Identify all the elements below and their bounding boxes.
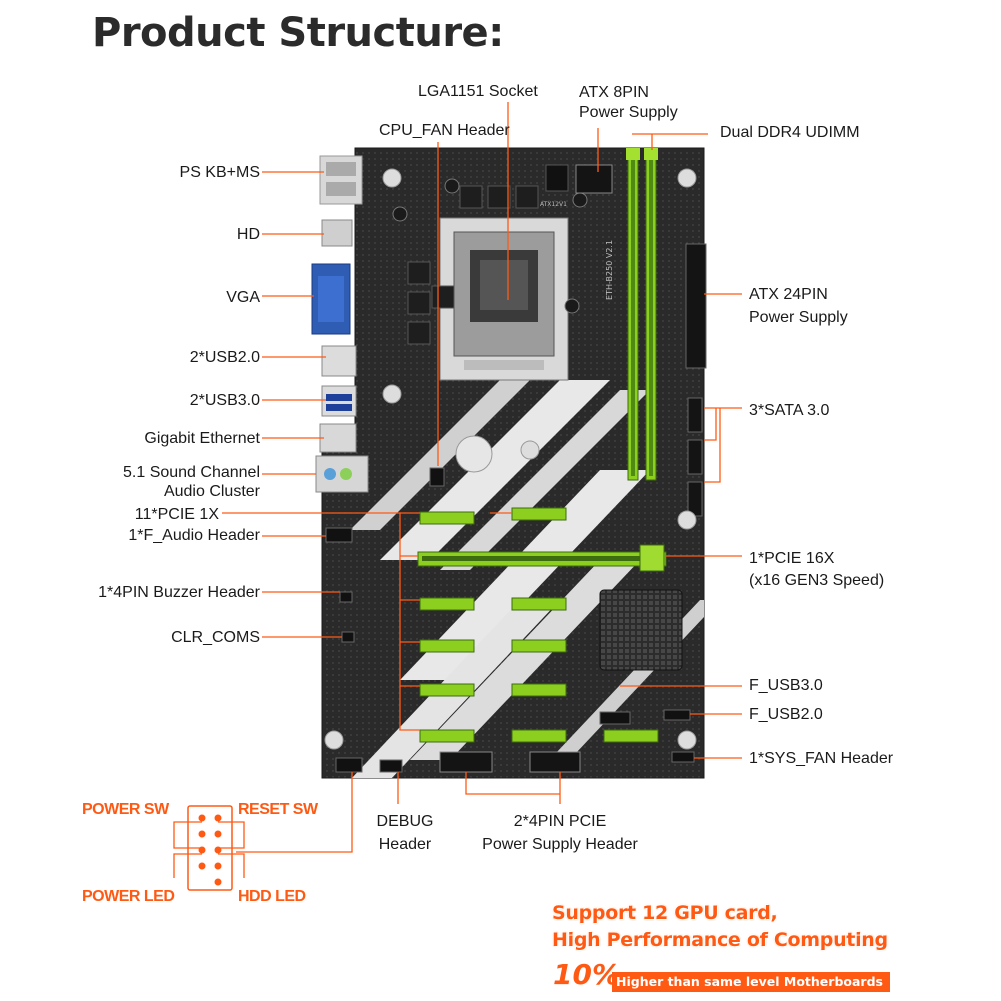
debug-label-line1: DEBUG [376, 813, 434, 830]
f-usb3-label: F_USB3.0 [749, 677, 823, 694]
sys-fan-label: 1*SYS_FAN Header [749, 750, 894, 767]
ddr4-label: Dual DDR4 UDIMM [720, 124, 860, 141]
pcie16-label-line2: (x16 GEN3 Speed) [749, 572, 885, 589]
atx8-label-line1: ATX 8PIN [579, 84, 649, 101]
atx24-label-line1: ATX 24PIN [749, 286, 828, 303]
f-audio-label: 1*F_Audio Header [128, 527, 260, 544]
vga-label: VGA [226, 289, 260, 306]
buzzer-label: 1*4PIN Buzzer Header [98, 584, 260, 601]
sata-label: 3*SATA 3.0 [749, 402, 830, 419]
hd-label: HD [236, 226, 260, 243]
f-usb2-label: F_USB2.0 [749, 706, 823, 723]
reset-sw-label: RESET SW [238, 801, 318, 818]
pcie16-label-line1: 1*PCIE 16X [749, 550, 835, 567]
lga1151-socket-label: LGA1151 Socket [418, 83, 538, 100]
page-title: Product Structure: [92, 10, 504, 56]
pcie1x-label: 11*PCIE 1X [134, 506, 219, 523]
debug-label-line2: Header [378, 836, 432, 853]
audio-label-line2: Audio Cluster [163, 483, 260, 500]
pcie-power-label-line1: 2*4PIN PCIE [513, 813, 607, 830]
model-silkscreen: ETH-B250 V2.1 [605, 240, 614, 300]
audio-label-line1: 5.1 Sound Channel [123, 464, 260, 481]
usb2-label: 2*USB2.0 [189, 349, 260, 366]
atx8-label-line2: Power Supply [579, 104, 678, 121]
promo-tagline: Higher than same level Motherboards [616, 974, 883, 989]
promo-bar [612, 972, 890, 992]
atx24-label-line2: Power Supply [749, 309, 848, 326]
atx12v-silkscreen: ATX12V1 [540, 201, 567, 208]
power-sw-label: POWER SW [82, 801, 169, 818]
usb3-label: 2*USB3.0 [189, 392, 260, 409]
ethernet-label: Gigabit Ethernet [144, 430, 260, 447]
cpu-fan-label: CPU_FAN Header [379, 122, 510, 139]
promo-line1: Support 12 GPU card, [552, 902, 778, 924]
promo-percent: 10% [553, 958, 621, 991]
leader-lines [222, 102, 742, 853]
clr-coms-label: CLR_COMS [171, 629, 260, 646]
promo-line2: High Performance of Computing [552, 929, 888, 951]
front-panel-diagram [173, 805, 245, 891]
pcie-power-label-line2: Power Supply Header [482, 836, 638, 853]
hdd-led-label: HDD LED [238, 888, 306, 905]
power-led-label: POWER LED [82, 888, 175, 905]
ps2-label: PS KB+MS [179, 164, 260, 181]
